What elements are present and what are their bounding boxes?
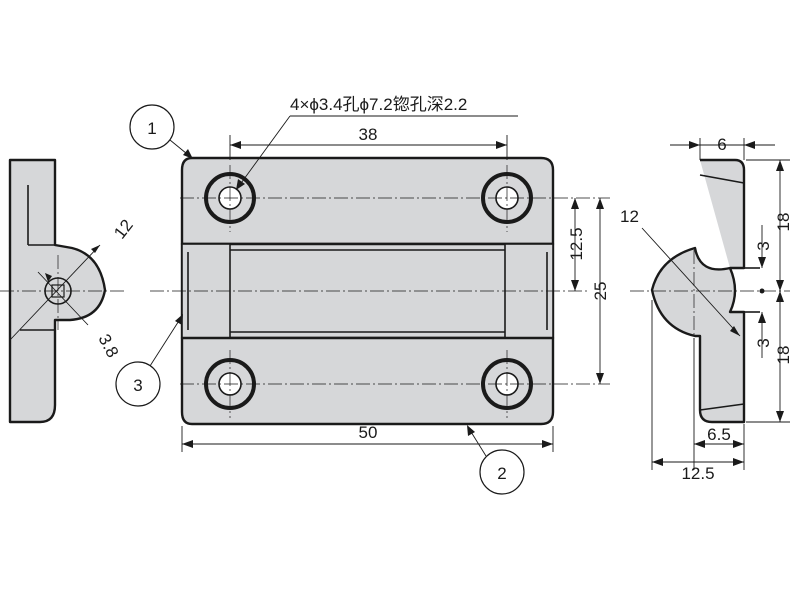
left-pin-label: 3.8 bbox=[94, 331, 122, 361]
left-knuckle-leader bbox=[9, 244, 101, 341]
callout-label-1: 1 bbox=[147, 119, 156, 138]
arrow-icon bbox=[758, 312, 766, 323]
lower-height-label: 18 bbox=[774, 346, 793, 365]
arrow-icon bbox=[236, 179, 245, 190]
arrow-icon bbox=[182, 440, 193, 448]
right-knuckle-leader bbox=[641, 227, 741, 337]
callout-circle-1 bbox=[129, 104, 175, 150]
half-height-label: 12.5 bbox=[567, 227, 586, 260]
left-pin-leader bbox=[37, 271, 89, 326]
hole-note: 4×ϕ3.4孔ϕ7.2锪孔深2.2 bbox=[290, 95, 467, 114]
hole-span-label: 25 bbox=[591, 282, 610, 301]
upper-gap-label: 3 bbox=[754, 241, 773, 250]
arrow-icon bbox=[776, 291, 784, 302]
arrow-icon bbox=[91, 245, 100, 253]
arrow-icon bbox=[183, 149, 193, 159]
right-view-edge bbox=[699, 174, 745, 184]
arrow-icon bbox=[596, 198, 604, 209]
callout-label-3: 3 bbox=[133, 376, 142, 395]
arrow-icon bbox=[571, 198, 579, 209]
thickness-label: 6 bbox=[717, 135, 726, 154]
arrow-icon bbox=[744, 141, 755, 149]
left-knuckle-label: 12 bbox=[110, 216, 137, 243]
arrow-icon bbox=[689, 141, 700, 149]
arrow-icon bbox=[571, 280, 579, 291]
arrow-icon bbox=[542, 440, 553, 448]
arrow-icon bbox=[776, 411, 784, 422]
arrow-icon bbox=[730, 326, 740, 336]
arrow-icon bbox=[596, 373, 604, 384]
arrow-icon bbox=[45, 273, 52, 282]
hole-pitch-label: 38 bbox=[359, 125, 378, 144]
bottom-leaf bbox=[180, 336, 555, 426]
arrow-icon bbox=[694, 440, 705, 448]
front-view: 38 50 12.5 25 4×ϕ3.4孔ϕ7.2锪孔深2.2 1 2 bbox=[115, 95, 610, 495]
arrow-icon bbox=[758, 257, 766, 268]
arrow-icon bbox=[230, 141, 241, 149]
arrow-icon bbox=[467, 425, 475, 436]
pivot-dot bbox=[759, 288, 765, 294]
arrow-icon bbox=[175, 314, 183, 325]
bottom-dim-a-label: 6.5 bbox=[707, 425, 731, 444]
callout-circle-3 bbox=[115, 361, 161, 407]
right-side-view: 6 12 18 18 3 3 6.5 bbox=[620, 135, 793, 483]
lower-gap-label: 3 bbox=[754, 338, 773, 347]
arrow-icon bbox=[776, 280, 784, 291]
callout-leader bbox=[149, 315, 183, 367]
overall-width-label: 50 bbox=[359, 423, 378, 442]
arrow-icon bbox=[733, 458, 744, 466]
right-knuckle-label: 12 bbox=[620, 207, 639, 226]
arrow-icon bbox=[733, 440, 744, 448]
upper-height-label: 18 bbox=[774, 213, 793, 232]
arrow-icon bbox=[652, 458, 663, 466]
right-view-edge bbox=[699, 403, 745, 411]
arrow-icon bbox=[496, 141, 507, 149]
callout-circle-2 bbox=[479, 449, 525, 495]
bottom-dim-b-label: 12.5 bbox=[681, 464, 714, 483]
arrow-icon bbox=[776, 160, 784, 171]
note-leader bbox=[235, 115, 291, 191]
callout-label-2: 2 bbox=[497, 464, 506, 483]
